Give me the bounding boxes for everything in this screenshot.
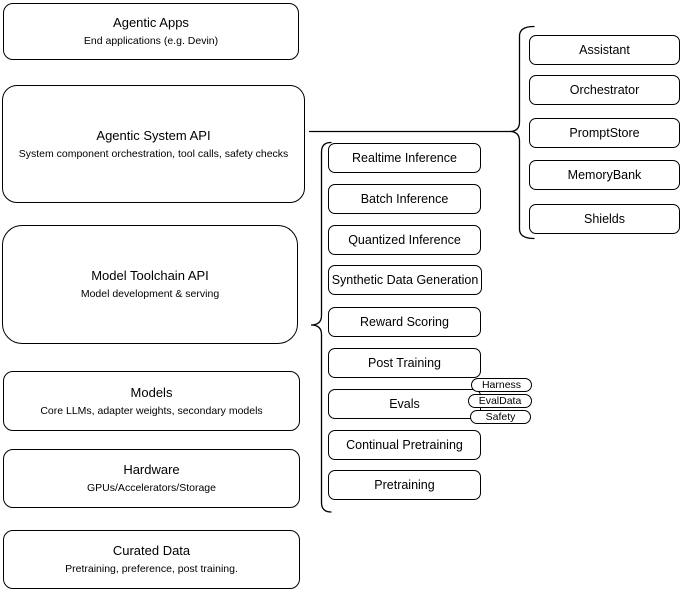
box-label: Assistant xyxy=(579,43,630,57)
box-label: Synthetic Data Generation xyxy=(331,273,479,287)
box-continual-pretraining: Continual Pretraining xyxy=(328,430,481,460)
box-label: MemoryBank xyxy=(567,168,642,182)
box-title: Model Toolchain API xyxy=(91,268,209,283)
box-hardware: Hardware GPUs/Accelerators/Storage xyxy=(3,449,300,508)
tag-safety: Safety xyxy=(470,410,531,424)
box-subtitle: Model development & serving xyxy=(80,288,220,300)
box-realtime-inference: Realtime Inference xyxy=(328,143,481,173)
box-subtitle: End applications (e.g. Devin) xyxy=(83,35,219,47)
box-shields: Shields xyxy=(529,204,680,234)
box-title: Agentic System API xyxy=(96,127,211,143)
box-subtitle: GPUs/Accelerators/Storage xyxy=(87,482,216,494)
box-label: Quantized Inference xyxy=(348,233,461,247)
box-label: Continual Pretraining xyxy=(346,438,463,452)
box-title: Curated Data xyxy=(112,543,191,558)
box-post-training: Post Training xyxy=(328,348,481,378)
box-agentic-system-api: Agentic System API System component orch… xyxy=(2,85,305,203)
box-title: Hardware xyxy=(123,462,180,477)
box-batch-inference: Batch Inference xyxy=(328,184,481,214)
box-curated-data: Curated Data Pretraining, preference, po… xyxy=(3,530,300,589)
box-label: Orchestrator xyxy=(569,83,640,97)
box-label: Post Training xyxy=(368,356,441,370)
tag-evaldata: EvalData xyxy=(468,394,532,408)
tag-label: Harness xyxy=(481,379,522,391)
box-title: Agentic Apps xyxy=(113,15,189,30)
box-agentic-apps: Agentic Apps End applications (e.g. Devi… xyxy=(3,3,299,60)
box-synthetic-data-generation: Synthetic Data Generation xyxy=(328,265,482,295)
box-label: Shields xyxy=(584,212,625,226)
box-promptstore: PromptStore xyxy=(529,118,680,148)
box-label: Reward Scoring xyxy=(360,315,449,329)
box-models: Models Core LLMs, adapter weights, secon… xyxy=(3,371,300,431)
tag-label: EvalData xyxy=(478,395,522,407)
box-label: Realtime Inference xyxy=(352,151,457,165)
box-subtitle: Core LLMs, adapter weights, secondary mo… xyxy=(40,404,263,417)
box-label: PromptStore xyxy=(569,126,640,140)
box-evals: Evals xyxy=(328,389,481,419)
box-subtitle: System component orchestration, tool cal… xyxy=(18,147,289,160)
box-label: Evals xyxy=(389,397,420,411)
box-label: Pretraining xyxy=(374,478,435,492)
box-title: Models xyxy=(130,384,173,400)
box-quantized-inference: Quantized Inference xyxy=(328,225,481,255)
tag-label: Safety xyxy=(485,411,516,423)
box-assistant: Assistant xyxy=(529,35,680,65)
box-memorybank: MemoryBank xyxy=(529,160,680,190)
box-orchestrator: Orchestrator xyxy=(529,75,680,105)
box-reward-scoring: Reward Scoring xyxy=(328,307,481,337)
box-subtitle: Pretraining, preference, post training. xyxy=(65,563,238,575)
box-model-toolchain-api: Model Toolchain API Model development & … xyxy=(2,225,298,344)
box-pretraining: Pretraining xyxy=(328,470,481,500)
box-label: Batch Inference xyxy=(360,192,449,206)
tag-harness: Harness xyxy=(471,378,532,392)
